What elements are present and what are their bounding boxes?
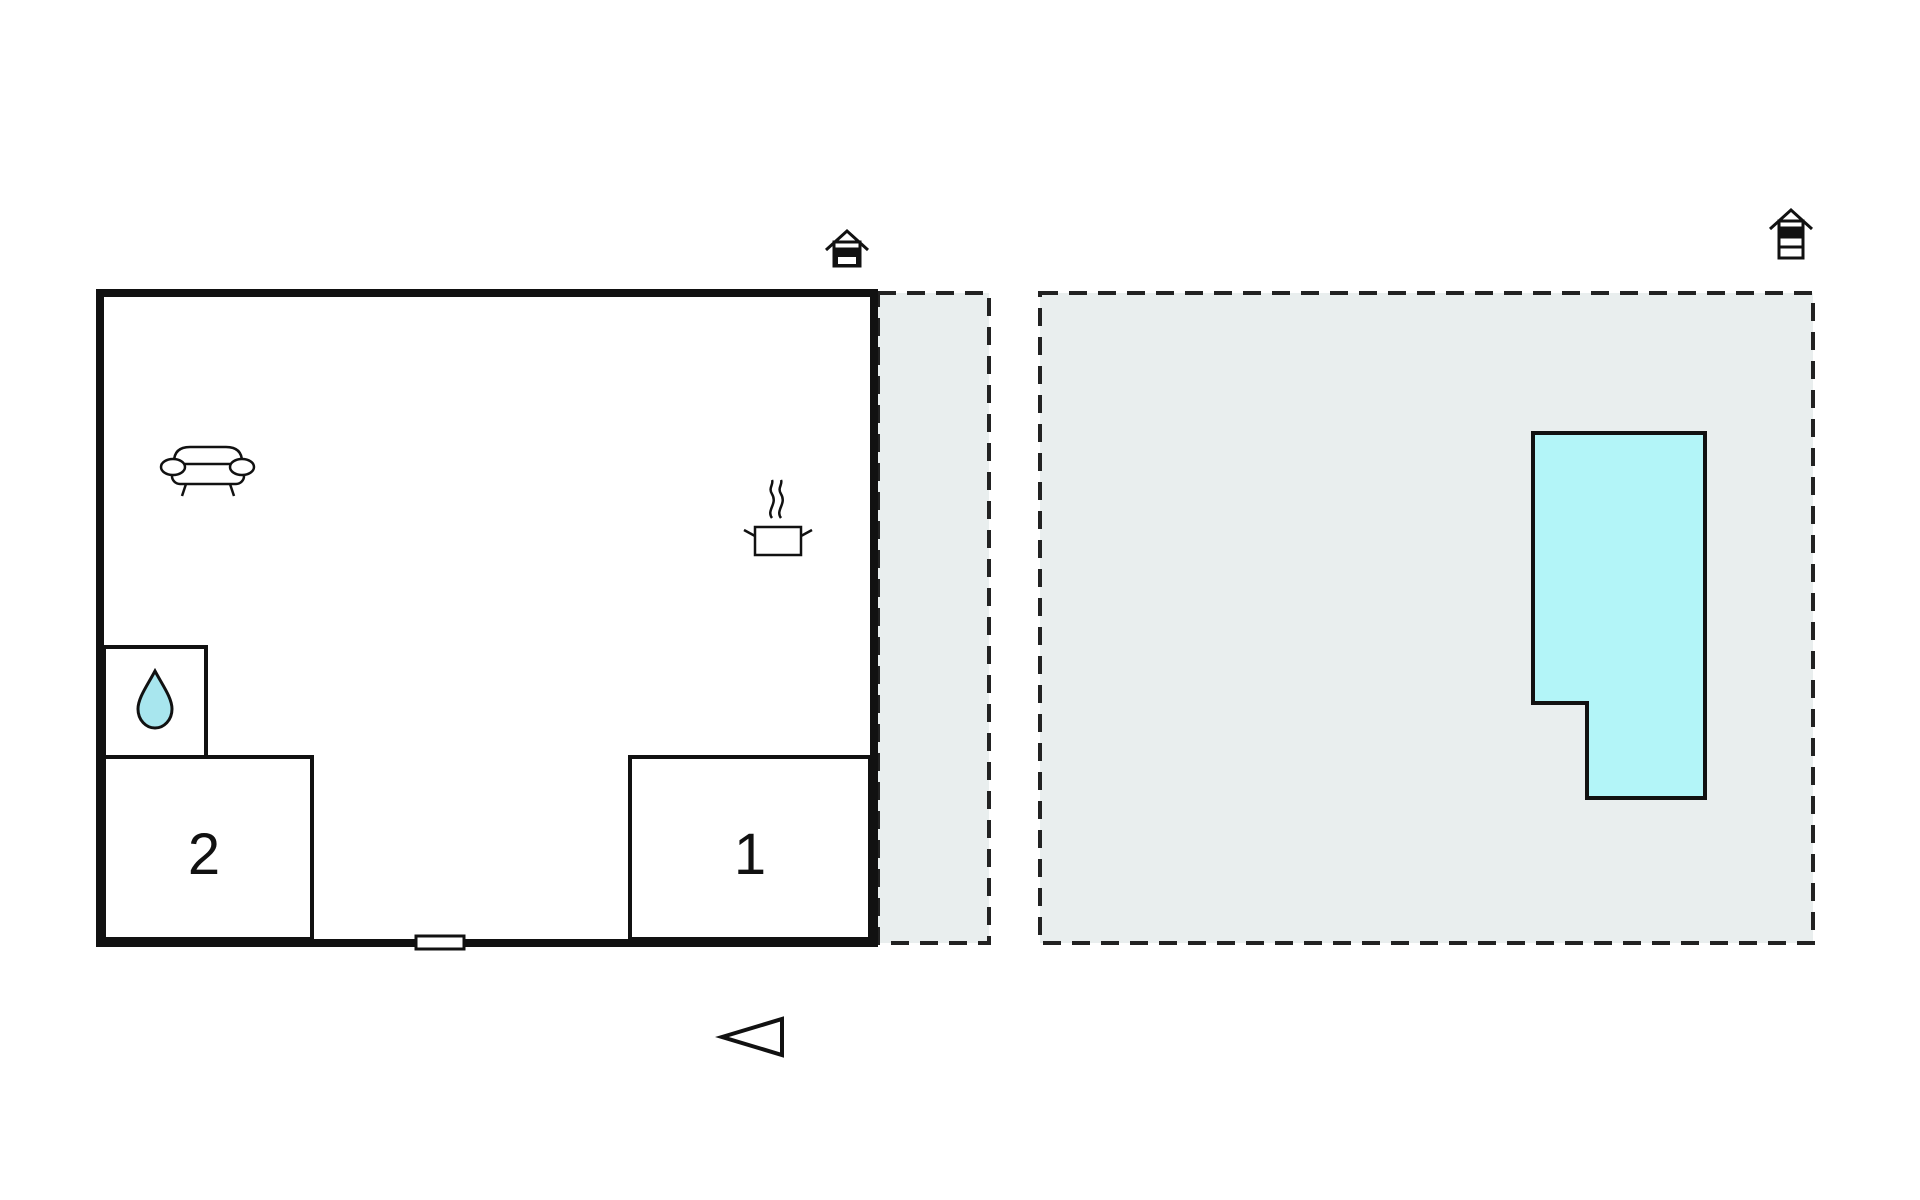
bedroom-2-label: 2 (188, 822, 220, 887)
bedroom-2 (102, 755, 314, 941)
water-drop-icon (136, 667, 174, 730)
house-icon (1768, 207, 1814, 260)
entrance-marker (414, 934, 466, 951)
house-icon (824, 228, 870, 268)
bedroom-1 (628, 755, 872, 941)
sofa-icon (159, 445, 256, 497)
swimming-pool (1531, 431, 1707, 800)
direction-arrow-icon (715, 1016, 784, 1058)
bedroom-1-label: 1 (734, 822, 766, 887)
house-wall (96, 289, 878, 947)
terrace-area (876, 291, 991, 945)
cooking-pot-icon (743, 479, 813, 557)
